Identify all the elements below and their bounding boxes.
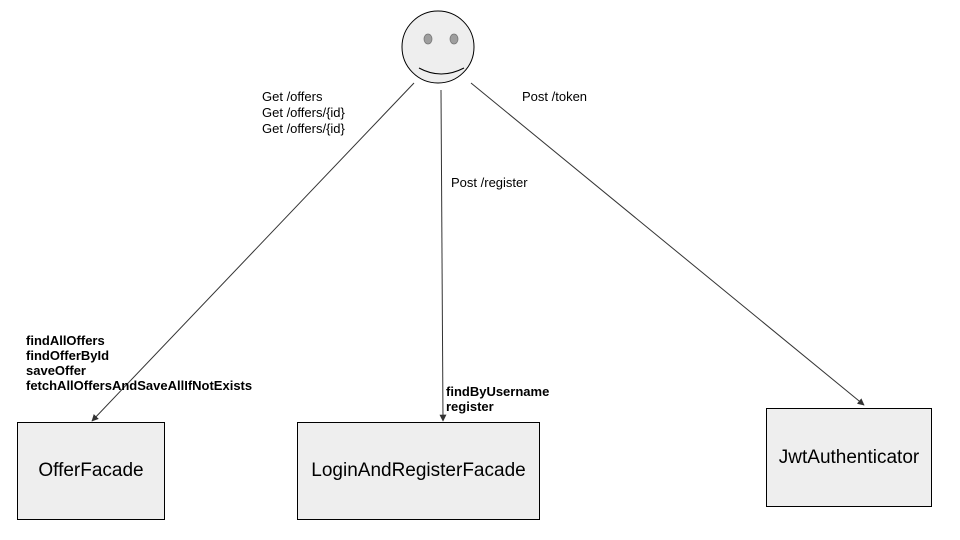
edge-label-line: Get /offers: [262, 89, 323, 104]
jwt-authenticator-title: JwtAuthenticator: [778, 446, 920, 468]
login-register-facade-methods: findByUsername register: [446, 384, 549, 414]
offer-facade-methods: findAllOffers findOfferById saveOffer fe…: [26, 333, 252, 393]
offer-facade-box: OfferFacade: [17, 422, 165, 520]
edge-line-register: [439, 89, 447, 422]
method-name: saveOffer: [26, 363, 86, 378]
smiley-face-icon: [401, 10, 475, 84]
jwt-authenticator-box: JwtAuthenticator: [766, 408, 932, 507]
edge-label-register: Post /register: [451, 175, 528, 191]
offer-facade-title: OfferFacade: [38, 460, 144, 481]
login-and-register-facade-box: LoginAndRegisterFacade: [297, 422, 540, 520]
method-name: fetchAllOffersAndSaveAllIfNotExists: [26, 378, 253, 393]
edge-label-offers: Get /offers Get /offers/{id} Get /offers…: [262, 89, 345, 137]
method-name: findByUsername: [446, 384, 550, 399]
edge-label-token: Post /token: [522, 89, 587, 105]
method-name: register: [446, 399, 494, 414]
login-and-register-facade-title: LoginAndRegisterFacade: [311, 460, 526, 481]
method-name: findOfferById: [26, 348, 110, 363]
edge-line-token: [470, 82, 865, 406]
edge-label-line: Get /offers/{id}: [262, 105, 345, 120]
edge-line-offers: [91, 82, 415, 422]
edge-label-line: Post /register: [451, 175, 528, 190]
edge-label-line: Get /offers/{id}: [262, 121, 345, 136]
edge-label-line: Post /token: [522, 89, 588, 104]
method-name: findAllOffers: [26, 333, 105, 348]
